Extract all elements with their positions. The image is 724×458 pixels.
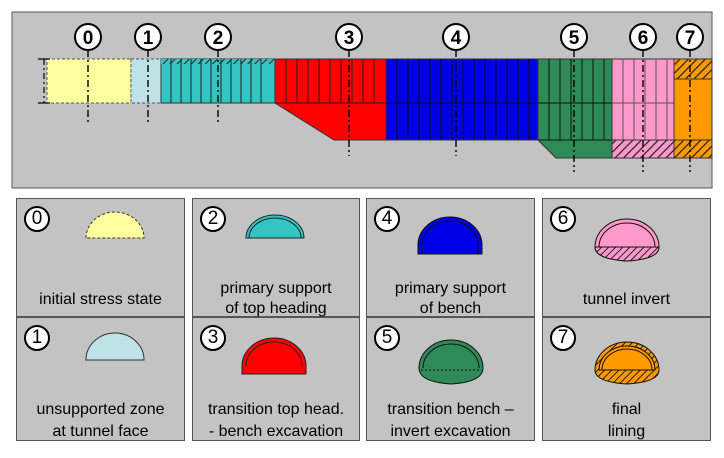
cross-section-icon-3 [241, 337, 307, 375]
stage-label-4-line2: of bench [419, 300, 482, 317]
stage-label-2-line1: primary support [220, 280, 332, 297]
stage-marker-1-text: 1 [143, 28, 154, 49]
zone-1-unsupported [130, 58, 162, 104]
stage-label-3-line2: - bench excavation [208, 423, 344, 440]
stage-marker-7-text: 7 [685, 28, 696, 49]
zone-7-bottom-hatch [673, 139, 713, 159]
stage-label-7-line1: final [611, 401, 642, 418]
stage-marker-3-text: 3 [344, 28, 355, 49]
zone-7-top-hatch [673, 58, 713, 80]
cross-section-icon-1 [85, 332, 145, 361]
stage-panel-7: 7 final lining [542, 317, 711, 441]
cross-section-icon-5 [418, 339, 484, 385]
stage-marker-1: 1 [134, 23, 162, 51]
stage-marker-6-text: 6 [638, 28, 649, 49]
stage-panel-2: 2 primary support of top heading [192, 198, 360, 317]
zone-3-ribs [275, 59, 386, 104]
stage-marker-4-text: 4 [451, 28, 462, 49]
stage-marker-5-text: 5 [569, 28, 580, 49]
stage-panel-4: 4 primary support of bench [366, 198, 535, 317]
stage-label-1-line2: at tunnel face [52, 423, 149, 440]
stage-label-4-line1: primary support [394, 280, 507, 297]
stage-marker-4: 4 [442, 23, 470, 51]
stage-marker-2-text: 2 [213, 28, 224, 49]
stage-marker-5: 5 [560, 23, 588, 51]
stage-panel-3: 3 transition top head. - bench excavatio… [192, 317, 360, 441]
stage-number-2: 2 [200, 206, 226, 232]
stage-number-5: 5 [374, 325, 400, 351]
stage-label-3-line1: transition top head. [207, 401, 345, 418]
stage-number-0: 0 [24, 206, 50, 232]
stage-number-3: 3 [200, 325, 226, 351]
stage-label-6-line1: tunnel invert [582, 291, 671, 308]
stage-label-1-line1: unsupported zone [36, 401, 165, 418]
stage-label-5-line2: invert excavation [390, 423, 511, 440]
stage-marker-7: 7 [676, 23, 704, 51]
longitudinal-section-diagram: 0 1 2 3 4 5 6 7 [11, 11, 713, 189]
section-cut-lines [87, 50, 691, 172]
stage-label-5-line1: transition bench – [387, 401, 514, 418]
stage-number-6: 6 [550, 206, 576, 232]
stage-number-7: 7 [550, 325, 576, 351]
zone-6-ribs [612, 59, 674, 140]
stage-marker-2: 2 [204, 23, 232, 51]
stage-label-0-line1: initial stress state [39, 291, 162, 308]
stage-panel-0: 0 initial stress state [16, 198, 185, 317]
cross-section-icon-7 [594, 341, 660, 385]
cross-section-icon-4 [417, 216, 483, 255]
stage-number-4: 4 [374, 206, 400, 232]
zone-0-initial [46, 58, 132, 104]
stage-number-1: 1 [24, 325, 50, 351]
stage-marker-3: 3 [335, 23, 363, 51]
cross-section-icon-2 [245, 214, 305, 239]
stage-marker-6: 6 [629, 23, 657, 51]
stage-label-7-line2: lining [607, 423, 646, 440]
stage-panel-6: 6 tunnel invert [542, 198, 711, 317]
stage-panel-1: 1 unsupported zone at tunnel face [16, 317, 185, 441]
stage-marker-0-text: 0 [83, 28, 94, 49]
stage-label-2-line2: of top heading [225, 300, 327, 317]
stage-marker-0: 0 [74, 23, 102, 51]
zone-5-ribs [538, 59, 612, 141]
zone-4-ribs [386, 59, 538, 140]
cross-section-icon-0 [85, 211, 145, 239]
zone-2-ribs [170, 59, 262, 103]
face-boundary-marks [38, 58, 50, 104]
zone-4-bench [385, 58, 539, 141]
cross-section-icon-6 [594, 218, 660, 262]
stage-panel-5: 5 transition bench – invert excavation [366, 317, 535, 441]
